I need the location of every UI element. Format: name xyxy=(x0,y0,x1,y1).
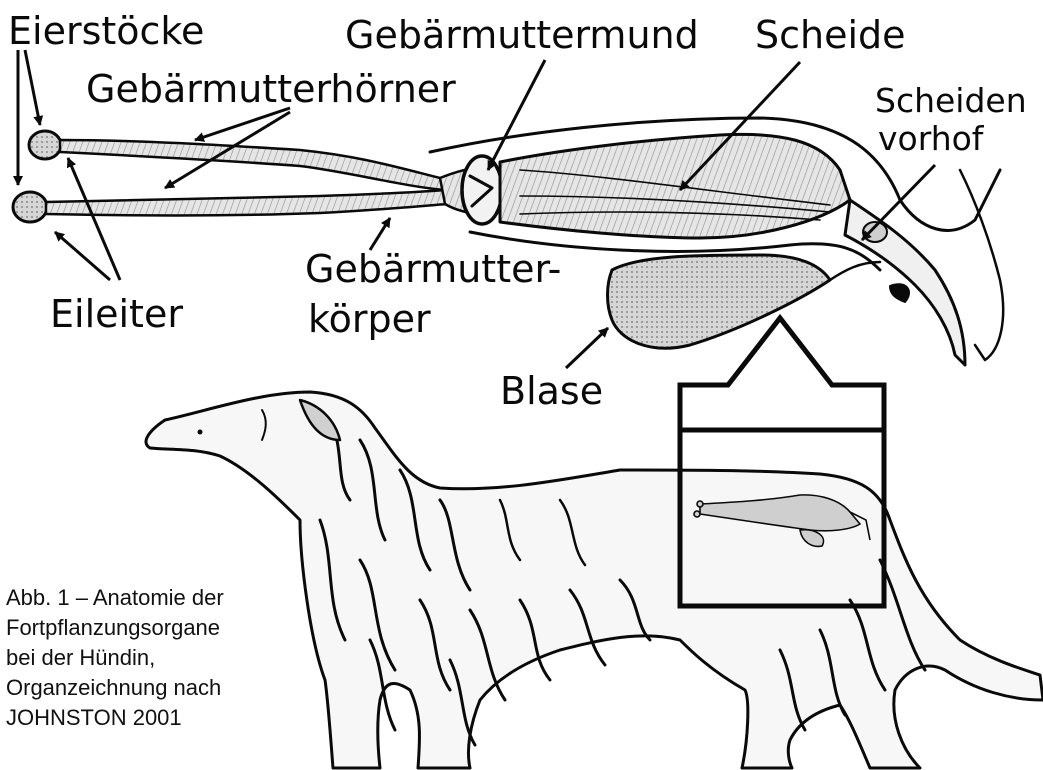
arrow-eileiter-upper xyxy=(68,158,120,280)
caption-line: bei der Hündin, xyxy=(6,643,224,673)
label-scheidenvorhof-1: Scheiden xyxy=(875,84,1027,117)
lower-uterine-horn xyxy=(46,190,448,215)
upper-ovary xyxy=(29,131,61,159)
label-gebaermuttermund: Gebärmuttermund xyxy=(345,16,699,54)
label-scheidenvorhof-2: vorhof xyxy=(878,122,983,155)
arrow-koerper xyxy=(370,218,390,250)
label-scheide: Scheide xyxy=(755,16,906,54)
arrow-eierstoecke-upper xyxy=(25,50,40,125)
dog-body xyxy=(146,392,1043,768)
arrow-muttermund xyxy=(488,60,545,170)
caption-line: Organzeichnung nach xyxy=(6,673,224,703)
label-blase: Blase xyxy=(500,372,603,410)
label-gebaermutterhoerner: Gebärmutterhörner xyxy=(86,70,456,108)
figure-caption: Abb. 1 – Anatomie der Fortpflanzungsorga… xyxy=(6,583,224,733)
caption-line: Fortpflanzungsorgane xyxy=(6,613,224,643)
arrow-hoerner-upper xyxy=(195,108,290,140)
arrow-blase xyxy=(566,328,608,368)
label-eileiter: Eileiter xyxy=(50,295,183,333)
dog-silhouette xyxy=(146,392,1043,768)
arrow-vorhof xyxy=(862,165,935,240)
lower-ovary xyxy=(13,192,47,222)
cervix xyxy=(462,156,502,224)
label-eierstoecke: Eierstöcke xyxy=(8,12,204,50)
caption-line: JOHNSTON 2001 xyxy=(6,703,224,733)
upper-uterine-horn xyxy=(60,140,445,190)
label-gebaermutterkoerper-2: körper xyxy=(308,300,431,338)
caption-line: Abb. 1 – Anatomie der xyxy=(6,583,224,613)
label-gebaermutterkoerper-1: Gebärmutter- xyxy=(305,250,561,288)
vestibule xyxy=(845,200,965,365)
bladder xyxy=(608,255,831,348)
